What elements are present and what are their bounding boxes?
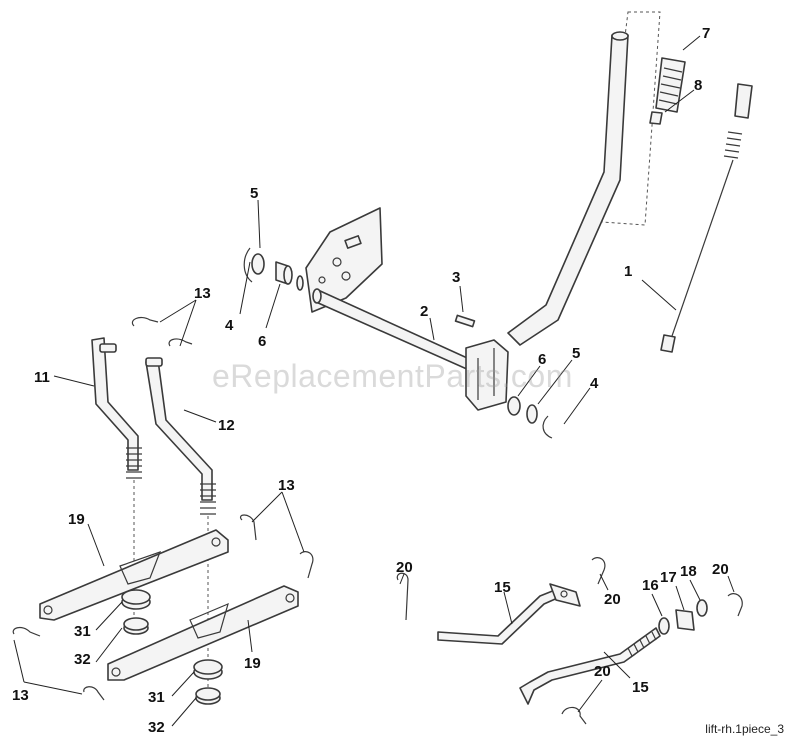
callout-18: 18 [680,563,697,580]
adjust-rod [671,159,734,337]
hair-pin-clip-d [299,551,314,579]
callout-13-top: 13 [194,285,211,302]
figure-id: lift-rh.1piece_3 [705,722,784,736]
lift-arm-upper [39,529,229,621]
leader-lines [13,35,735,727]
handle-grip [655,57,686,113]
callout-13-middle: 13 [278,477,295,494]
callout-8: 8 [694,77,702,94]
lift-link-left-spring [126,447,142,479]
callout-12: 12 [218,417,235,434]
lift-link-right [145,359,213,501]
lift-arm-lower [107,585,299,681]
callout-5-right: 5 [572,345,580,362]
hair-pin-clip-c [240,514,257,541]
callout-20-middle: 20 [604,591,621,608]
hair-pin-clip-f [83,686,105,701]
adjust-rod-end [660,334,676,353]
callout-31-lower: 31 [148,689,165,706]
lift-handle [507,34,629,346]
callout-19-upper: 19 [68,511,85,528]
callout-4-left: 4 [225,317,234,334]
shaft-bracket [465,339,509,411]
retaining-clip-left [243,247,253,283]
hair-pin-clip-b [168,338,193,347]
deck-rod-thread [627,631,657,657]
callout-1: 1 [624,263,632,280]
bushing-right [507,396,521,416]
washer-left [251,253,265,275]
shaft-key [454,314,476,328]
callout-7: 7 [702,25,710,42]
cotter-pin-a [396,572,409,621]
callout-31-upper: 31 [74,623,91,640]
deck-rod-upper [437,587,563,645]
mounting-plate [305,207,383,313]
callout-15-lower: 15 [632,679,649,696]
callout-19-lower: 19 [244,655,261,672]
callout-32-upper: 32 [74,651,91,668]
callout-20-right: 20 [712,561,729,578]
callout-6-left: 6 [258,333,266,350]
lift-link-left [91,337,139,471]
retaining-clip-right [542,415,553,439]
callout-16: 16 [642,577,659,594]
callout-15-upper: 15 [494,579,511,596]
callout-17: 17 [660,569,677,586]
callout-6-right: 6 [538,351,546,368]
handle-top-end [611,31,629,41]
hair-pin-clip-a [131,316,159,327]
callout-32-lower: 32 [148,719,165,736]
cotter-pin-b [591,557,606,585]
hair-pin-clip-e [12,626,41,637]
grip-ferrule [649,111,663,125]
callout-3: 3 [452,269,460,286]
callout-13-bottom: 13 [12,687,29,704]
nut-18 [696,599,708,617]
lift-link-right-spring [200,483,216,515]
bushing-left-flange [296,275,304,291]
callout-2: 2 [420,303,428,320]
cotter-pin-d [561,706,587,725]
adjust-rod-spring [723,131,743,159]
deck-rod-upper-block [549,583,581,607]
adjust-rod-knob [734,83,753,119]
callout-11: 11 [34,369,50,386]
washer-16 [658,617,670,635]
deck-rod-lower [519,627,661,705]
callout-20-bottom: 20 [594,663,611,680]
cotter-pin-c [727,593,743,617]
watermark: eReplacementParts.com [212,358,573,394]
callout-5-left: 5 [250,185,258,202]
callout-20-left: 20 [396,559,413,576]
washer-right [526,404,538,424]
callout-labels: 1 2 3 4 4 5 5 6 6 7 8 11 12 13 13 13 15 … [12,25,729,736]
callout-4-right: 4 [590,375,599,392]
swivel-block-17 [675,609,695,631]
